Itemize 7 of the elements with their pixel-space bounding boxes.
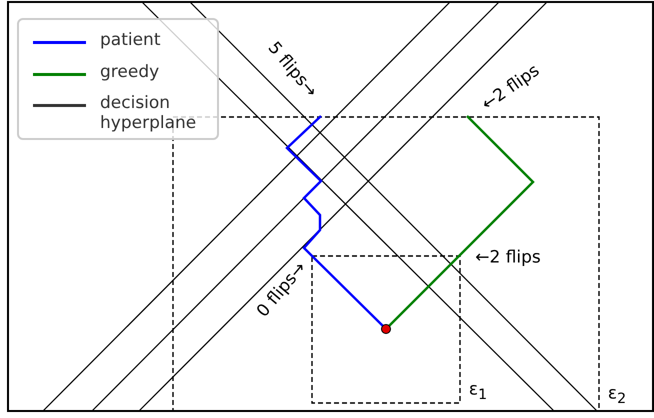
legend-label: patient (100, 30, 162, 50)
flip-count-label: ←2 flips (475, 250, 541, 266)
flip-count-label: ←2 flips (479, 62, 543, 114)
epsilon-label: ε$_{1}$ (468, 382, 488, 402)
legend-label: greedy (100, 62, 160, 82)
epsilon-label: ε$_{2}$ (608, 386, 626, 406)
legend-label: decision hyperplane (100, 93, 198, 134)
